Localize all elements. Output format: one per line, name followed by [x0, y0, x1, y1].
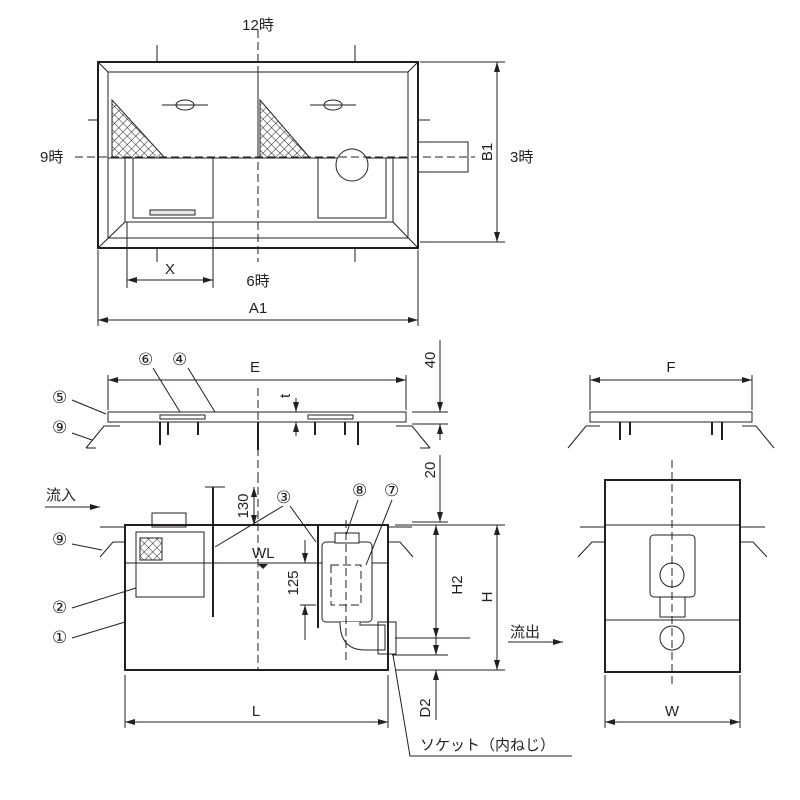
- outflow-label: 流出: [510, 624, 540, 641]
- dim-130: 130: [235, 493, 252, 518]
- callout-6: ⑥: [138, 350, 153, 369]
- lid-end-view: F: [567, 359, 775, 449]
- dim-20: 20: [422, 462, 439, 479]
- dim-a1: A1: [249, 300, 267, 317]
- water-level-label: WL: [252, 545, 275, 562]
- dim-125: 125: [285, 570, 302, 595]
- dim-t: t: [277, 393, 294, 398]
- callout-9b: ⑨: [52, 530, 67, 549]
- callout-3: ③: [276, 488, 291, 507]
- water-level-icon: [258, 564, 268, 569]
- dim-x: X: [165, 261, 175, 278]
- dim-w: W: [665, 703, 680, 720]
- end-section-view: W: [577, 460, 768, 728]
- label-6-oclock: 6時: [246, 273, 269, 290]
- label-12-oclock: 12時: [242, 17, 274, 34]
- part-callouts: ⑤ ⑨ ⑥ ④ ⑨ ② ① ③ ⑧ ⑦: [52, 350, 399, 647]
- inflow-label: 流入: [46, 487, 76, 504]
- dim-h2: H2: [449, 575, 466, 594]
- socket-label: ソケット（内ねじ）: [420, 737, 555, 754]
- label-9-oclock: 9時: [40, 149, 63, 166]
- dim-d2: D2: [417, 698, 434, 717]
- callout-1: ①: [52, 628, 67, 647]
- top-view: 12時 9時 3時 6時 X A1 B1: [40, 17, 533, 326]
- callout-9: ⑨: [52, 418, 67, 437]
- callout-2: ②: [52, 598, 67, 617]
- handle-icon: [310, 99, 356, 111]
- dim-f: F: [666, 359, 675, 376]
- dim-40: 40: [422, 352, 439, 369]
- callout-7: ⑦: [384, 481, 399, 500]
- callout-5: ⑤: [52, 388, 67, 407]
- handle-icon: [162, 99, 208, 111]
- dim-e: E: [250, 359, 260, 376]
- callout-4: ④: [172, 350, 187, 369]
- dim-h: H: [479, 592, 496, 603]
- section-view: 130 125 WL 流入 流出 H2 H D2 L ソケット（内ねじ）: [45, 475, 572, 757]
- label-3-oclock: 3時: [510, 149, 533, 166]
- dim-b1: B1: [479, 143, 496, 161]
- dim-l: L: [252, 703, 260, 720]
- callout-8: ⑧: [352, 481, 367, 500]
- lid-side-view: E t 40 20: [85, 340, 448, 523]
